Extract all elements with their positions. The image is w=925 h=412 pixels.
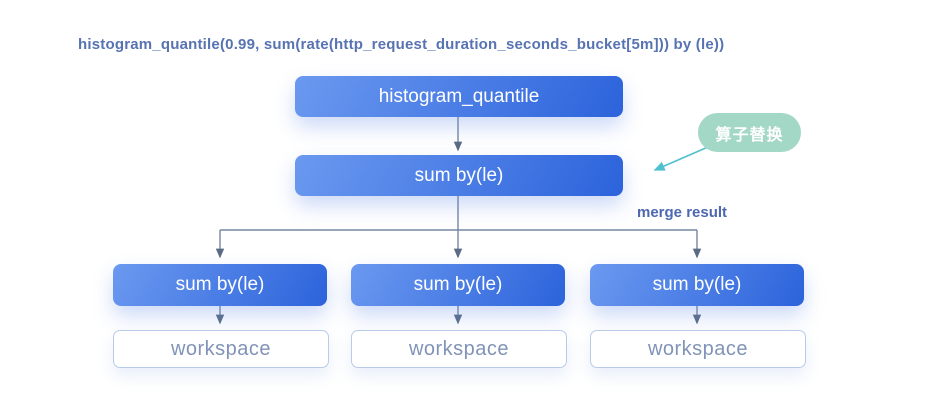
node-sum-by-le-branch-2: sum by(le)	[351, 264, 565, 306]
node-sum-by-le-branch-1: sum by(le)	[113, 264, 327, 306]
operator-replacement-badge: 算子替换	[698, 113, 801, 152]
node-sum-by-le-branch-3: sum by(le)	[590, 264, 804, 306]
promql-query-title: histogram_quantile(0.99, sum(rate(http_r…	[78, 36, 725, 53]
merge-result-label: merge result	[637, 204, 728, 221]
badge-pointer-arrow	[653, 146, 709, 171]
node-workspace-3: workspace	[590, 330, 806, 368]
node-workspace-2: workspace	[351, 330, 567, 368]
node-histogram-quantile: histogram_quantile	[295, 76, 623, 117]
node-sum-by-le-merge: sum by(le)	[295, 155, 623, 196]
node-workspace-1: workspace	[113, 330, 329, 368]
